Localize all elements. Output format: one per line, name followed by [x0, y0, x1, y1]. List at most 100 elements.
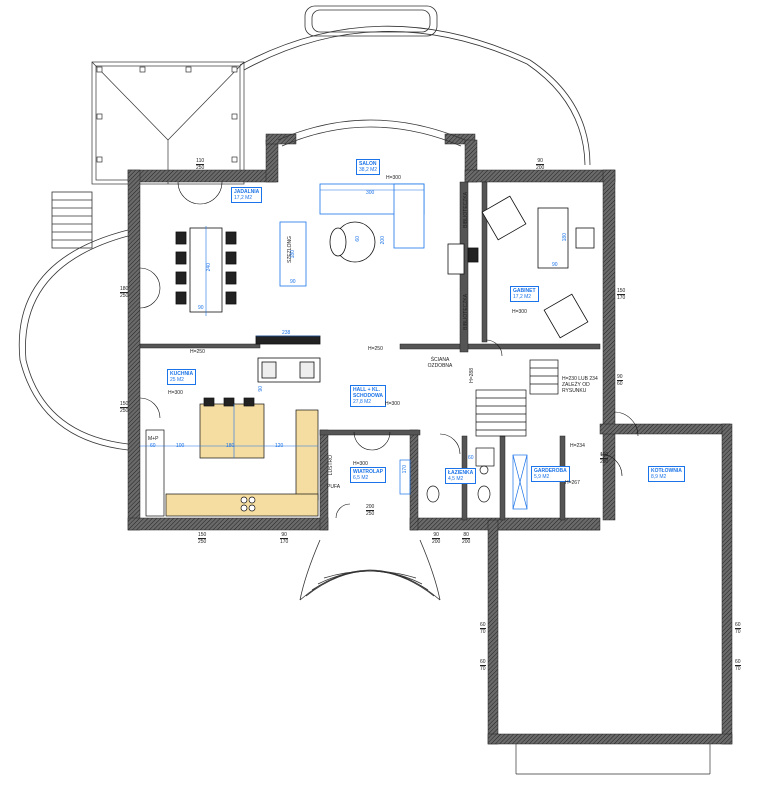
label-lustro: LUSTRO — [328, 455, 334, 476]
opening-width: 60 — [480, 659, 486, 666]
terrace-arc — [239, 5, 591, 166]
room-name: HALL + KL. SCHODOWA — [353, 387, 383, 399]
room-tag-lazienka: ŁAZIENKA 4,5 M2 — [445, 468, 477, 484]
opening-fraction: 60 70 — [735, 659, 741, 672]
label-biblioteczka-2: BIBLIOTECZKA — [463, 294, 469, 330]
room-name: GARDEROBA — [534, 468, 567, 474]
dimension-lines — [140, 189, 424, 458]
opening-height: 250 — [196, 165, 205, 171]
room-area: 5,9 M2 — [534, 474, 550, 480]
dim-island: 180 — [226, 443, 235, 449]
room-area: 27,8 M2 — [353, 399, 372, 405]
opening-fraction: 60 70 — [735, 622, 741, 635]
opening-fraction: 200 250 — [366, 504, 375, 517]
dim-kitchen-60: 60 — [150, 443, 156, 449]
room-tag-hall: HALL + KL. SCHODOWA 27,8 M2 — [350, 385, 386, 407]
room-tag-kuchnia: KUCHNIA 25 M2 — [167, 369, 197, 385]
opening-height: 200 — [432, 539, 441, 545]
coffee-tables — [329, 221, 376, 263]
room-tag-wiatrolap: WIATROLAP 6,5 M2 — [350, 467, 386, 483]
dim-table-len: 240 — [206, 263, 212, 272]
room-area: 38,2 M2 — [359, 167, 378, 173]
bay-windows — [277, 119, 466, 147]
dim-tv: 238 — [282, 330, 291, 336]
opening-height: 70 — [735, 629, 741, 635]
tv-unit — [255, 335, 321, 383]
opening-width: 150 — [120, 401, 129, 408]
opening-fraction: 110 250 — [600, 452, 609, 465]
opening-height: 70 — [480, 666, 486, 672]
room-area: 8,9 M2 — [651, 474, 667, 480]
dim-coffee: 60 — [355, 236, 361, 242]
room-tag-jadalnia: JADALNIA 17,2 M2 — [231, 187, 263, 203]
height-hall: H=300 — [385, 401, 400, 407]
staircase — [475, 359, 559, 437]
dim-table-w: 90 — [198, 305, 204, 311]
room-name: GABINET — [513, 288, 536, 294]
height-250-a: H=250 — [190, 349, 205, 355]
opening-width: 110 — [600, 452, 609, 459]
opening-width: 180 — [120, 286, 129, 293]
opening-height: 250 — [198, 539, 207, 545]
dim-kitchen-100: 100 — [176, 443, 185, 449]
height-234: H=234 — [570, 443, 585, 449]
opening-height: 200 — [462, 539, 471, 545]
dim-shelf: 200 — [380, 236, 386, 245]
dim-hall-60: 60 — [468, 455, 474, 461]
bathroom-fixtures — [426, 447, 495, 503]
study-furniture — [481, 195, 595, 339]
room-tag-kotlownia: KOTŁOWNIA 8,9 M2 — [648, 466, 685, 482]
room-name: SALON — [359, 161, 377, 167]
opening-fraction: 110 250 — [196, 158, 205, 171]
dim-kitchen-120: 120 — [275, 443, 284, 449]
dim-sofa: 300 — [366, 190, 375, 196]
dim-chaise: 180 — [290, 250, 296, 259]
room-area: 17,2 M2 — [234, 195, 253, 201]
dim-wardrobe: 170 — [402, 465, 408, 474]
opening-fraction: 60 70 — [480, 622, 486, 635]
opening-width: 80 — [462, 532, 471, 539]
label-sciana: ŚCIANA OZDOBNA — [427, 357, 453, 369]
opening-width: 110 — [196, 158, 205, 165]
height-garderoba: H=267 — [565, 480, 580, 486]
doors — [139, 181, 639, 519]
opening-fraction: 150 170 — [617, 288, 626, 301]
opening-width: 90 — [536, 158, 545, 165]
opening-fraction: 90 170 — [280, 532, 289, 545]
room-area: 6,5 M2 — [353, 475, 369, 481]
room-name: KUCHNIA — [170, 371, 194, 377]
opening-width: 150 — [198, 532, 207, 539]
kitchen — [145, 397, 319, 517]
dim-hall-90: 90 — [258, 386, 264, 392]
opening-width: 60 — [735, 622, 741, 629]
entrance-steps — [299, 539, 441, 601]
room-name: JADALNIA — [234, 189, 260, 195]
opening-width: 90 — [617, 374, 623, 381]
opening-width: 150 — [617, 288, 626, 295]
opening-height: 70 — [735, 666, 741, 672]
opening-width: 60 — [480, 622, 486, 629]
opening-width: 90 — [432, 532, 441, 539]
label-pufa: PUFA — [327, 484, 341, 490]
label-h288: H=288 — [469, 368, 475, 383]
opening-height: 250 — [120, 293, 129, 299]
opening-height: 70 — [480, 629, 486, 635]
fireplace — [447, 243, 479, 275]
left-terrace — [18, 191, 129, 451]
opening-fraction: 150 250 — [120, 401, 129, 414]
room-tag-garderoba: GARDEROBA 5,9 M2 — [531, 466, 570, 482]
room-area: 4,5 M2 — [448, 476, 464, 482]
opening-fraction: 180 250 — [120, 286, 129, 299]
room-tag-salon: SALON 38,2 M2 — [356, 159, 381, 175]
opening-width: 200 — [366, 504, 375, 511]
dim-desk: 90 — [552, 262, 558, 268]
opening-fraction: 60 70 — [480, 659, 486, 672]
opening-fraction: 90 200 — [536, 158, 545, 171]
opening-height: 170 — [280, 539, 289, 545]
opening-width: 90 — [280, 532, 289, 539]
height-250-b: H=250 — [368, 346, 383, 352]
opening-height: 200 — [536, 165, 545, 171]
opening-fraction: 150 250 — [198, 532, 207, 545]
opening-height: 60 — [617, 381, 623, 387]
